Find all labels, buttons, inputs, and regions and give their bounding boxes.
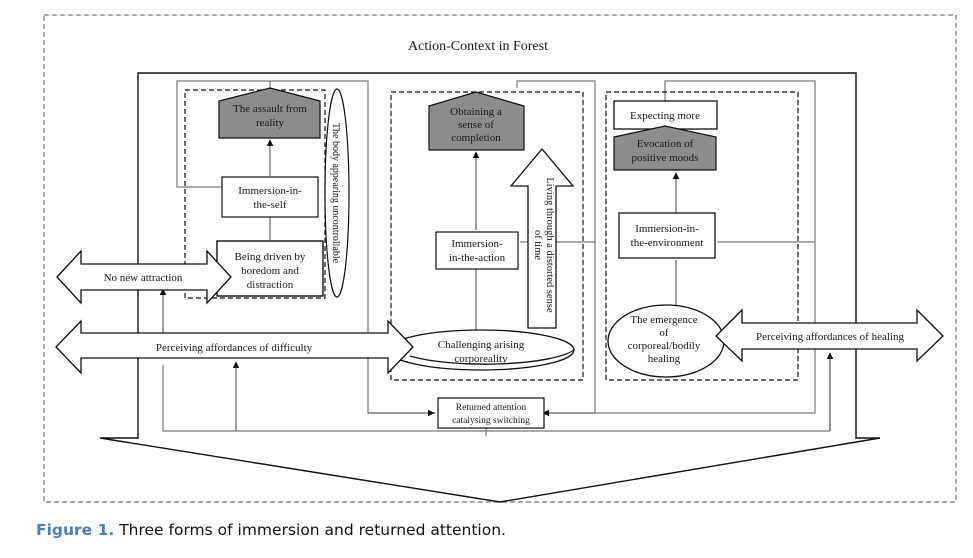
outcome-label: completion [451, 132, 501, 144]
immersion-in-the-environment [618, 212, 716, 259]
expecting-more [613, 100, 718, 130]
difficulty-arrow[interactable] [55, 319, 414, 375]
driver-label: The emergence [630, 314, 697, 326]
action-context-frame [43, 14, 957, 503]
driver-label: corporeality [454, 353, 508, 365]
returned-attention-label: Returned attention [456, 403, 527, 413]
outcome-label: positive moods [632, 152, 699, 164]
returned-attention-box [437, 397, 545, 429]
healing-arrow[interactable] [715, 308, 944, 363]
difficulty-label: Perceiving affordances of difficulty [156, 342, 313, 354]
figure-caption: Figure 1. Three forms of immersion and r… [36, 521, 506, 539]
driver-label: distraction [247, 279, 294, 291]
outcome-sense-of-completion [428, 91, 525, 151]
no-new-attraction-label: No new attraction [104, 272, 183, 284]
outcome-label: Evocation of [637, 138, 694, 150]
driver-boredom [216, 240, 324, 297]
immersion-label: the-environment [631, 237, 704, 249]
column-environment [605, 91, 799, 381]
immersion-label: the-self [254, 199, 287, 211]
immersion-in-the-self [221, 176, 319, 218]
figure-caption-text: Three forms of immersion and returned at… [114, 521, 506, 539]
distorted-time-arrow [509, 147, 575, 329]
side-arrow-label: Living through a distorted sense [544, 177, 555, 313]
outcome-label: Obtaining a [450, 106, 502, 118]
driver-label: Challenging arising [438, 339, 525, 351]
outcome-assault-from-reality [218, 87, 321, 139]
outcome-label: sense of [458, 119, 494, 131]
expecting-more-label: Expecting more [630, 110, 700, 122]
immersion-label: Immersion- [451, 238, 503, 250]
driver-label: boredom and [241, 265, 299, 277]
side-ellipse-label: The body appearing uncontrollable [330, 123, 341, 264]
side-arrow-label: of time [532, 230, 543, 260]
outcome-positive-moods [613, 125, 717, 171]
driver-label: of [659, 327, 669, 339]
immersion-in-the-action [435, 231, 519, 270]
svg-text:reality: reality [256, 117, 285, 129]
no-new-attraction-arrow[interactable] [56, 249, 232, 305]
driver-label: Being driven by [235, 251, 306, 263]
funnel-frame [99, 72, 881, 503]
column-action [390, 91, 584, 381]
outcome-label: reality [256, 117, 285, 129]
figure-caption-label: Figure 1. [36, 521, 115, 539]
immersion-label: Immersion-in- [238, 185, 302, 197]
immersion-label: in-the-action [449, 252, 506, 264]
healing-label: Perceiving affordances of healing [756, 331, 904, 343]
immersion-label: Immersion-in- [635, 223, 699, 235]
outcome-label: The assault from [233, 103, 307, 115]
driver-label: corporeal/bodily [628, 340, 701, 352]
body-uncontrollable-ellipse [324, 88, 350, 298]
svg-text:The assault from: The assault from [233, 103, 307, 115]
driver-label: healing [648, 353, 681, 365]
returned-attention-label: catalysing switching [452, 416, 530, 426]
frame-title: Action-Context in Forest [408, 39, 548, 54]
